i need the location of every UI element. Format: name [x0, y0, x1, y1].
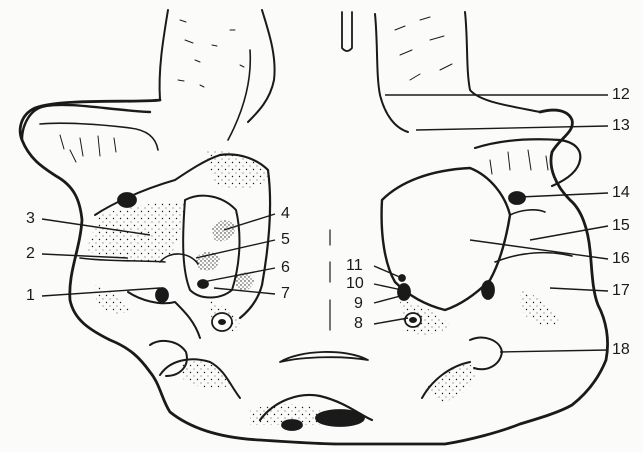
- label-12: 12: [612, 87, 630, 103]
- label-1: 1: [26, 288, 35, 304]
- label-16: 16: [612, 251, 630, 267]
- label-10: 10: [346, 276, 364, 292]
- label-4: 4: [281, 206, 290, 222]
- label-11: 11: [346, 258, 363, 274]
- label-14: 14: [612, 185, 630, 201]
- label-3: 3: [26, 211, 35, 227]
- label-6: 6: [281, 260, 290, 276]
- label-15: 15: [612, 218, 630, 234]
- label-17: 17: [612, 283, 630, 299]
- label-5: 5: [281, 232, 290, 248]
- label-9: 9: [354, 296, 363, 312]
- label-2: 2: [26, 246, 35, 262]
- label-7: 7: [281, 286, 290, 302]
- label-13: 13: [612, 118, 630, 134]
- label-18: 18: [612, 342, 630, 358]
- label-8: 8: [354, 316, 363, 332]
